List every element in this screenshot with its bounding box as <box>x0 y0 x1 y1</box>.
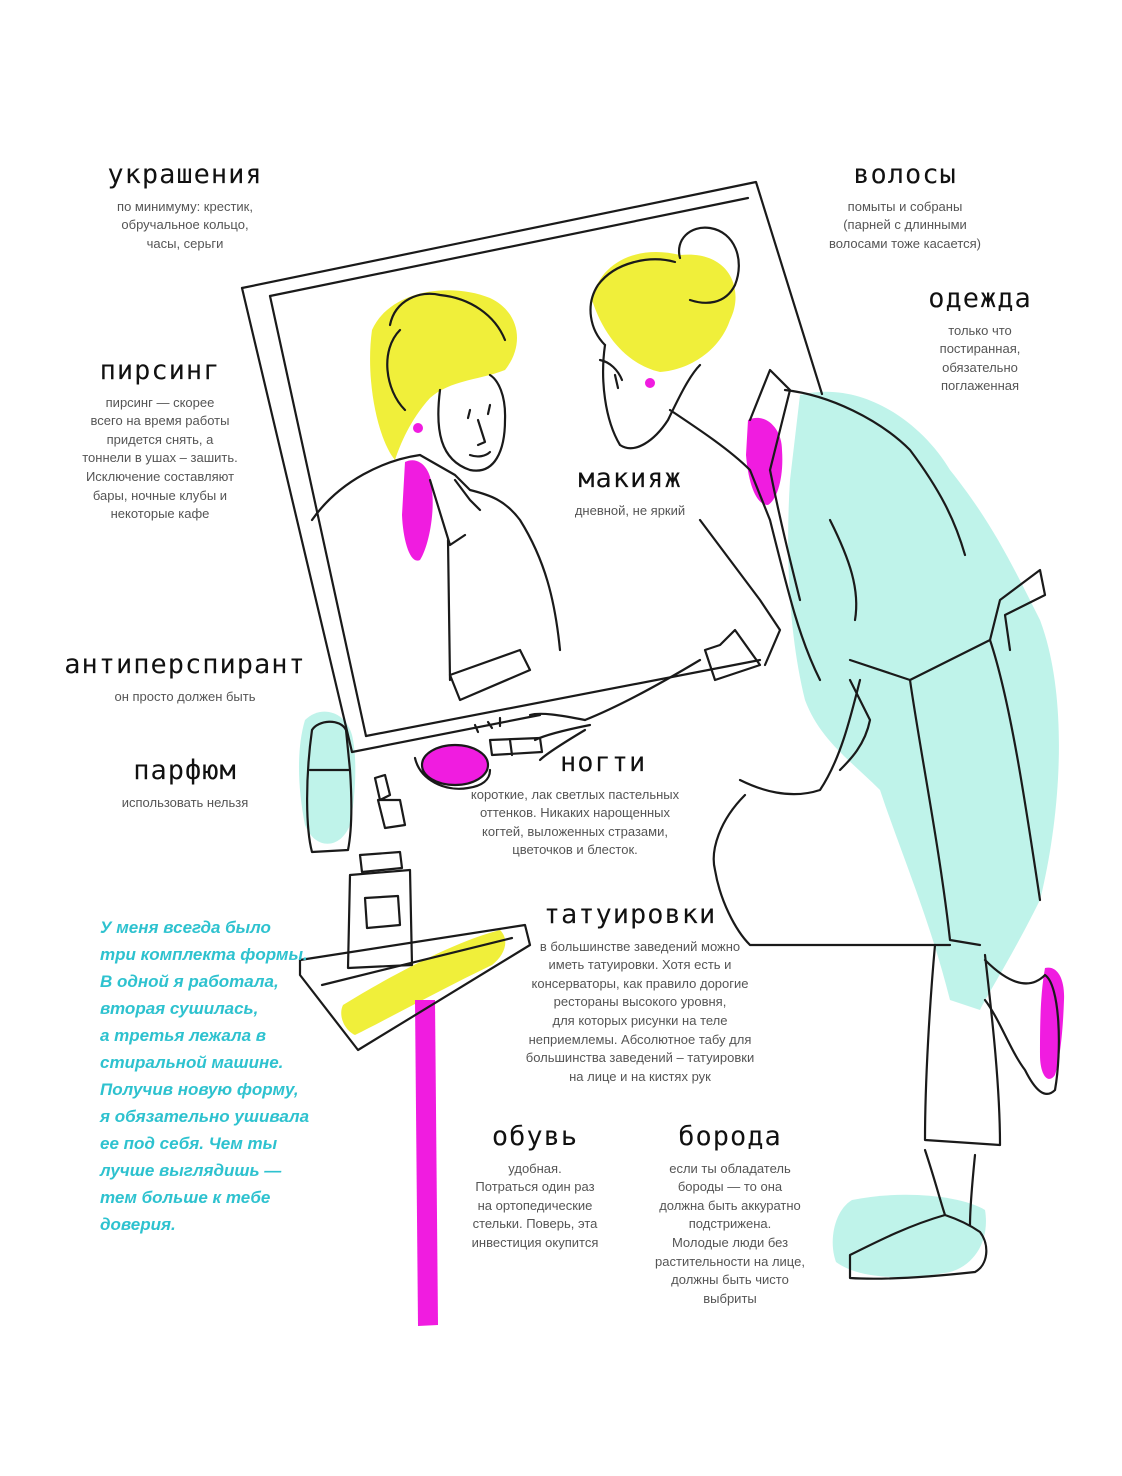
perfume-title: парфюм <box>133 755 237 786</box>
tattoos-title: татуировки <box>543 899 717 930</box>
clothes-text: только что постиранная, обязательно погл… <box>939 322 1021 394</box>
shoes-title: обувь <box>491 1121 579 1152</box>
line-art <box>240 180 1060 1280</box>
perfume-text: использовать нельзя <box>121 794 249 810</box>
section-beard: борода если ты обладатель бороды — то он… <box>630 1122 830 1308</box>
makeup-title: макияж <box>578 463 682 494</box>
section-perfume: парфюм использовать нельзя <box>80 756 290 812</box>
piercing-text: пирсинг — скорее всего на время работы п… <box>82 394 238 522</box>
section-makeup: макияж дневной, не яркий <box>520 464 740 520</box>
beard-title: борода <box>678 1121 782 1152</box>
section-tattoos: татуировки в большинстве заведений можно… <box>500 900 780 1086</box>
nails-title: ногти <box>560 747 647 778</box>
nails-text: короткие, лак светлых пастельных оттенко… <box>470 786 680 858</box>
clothes-title: одежда <box>928 283 1032 314</box>
section-clothes: одежда только что постиранная, обязатель… <box>870 284 1090 396</box>
section-jewelry: украшения по минимуму: крестик, обручаль… <box>60 160 310 253</box>
hair-title: волосы <box>853 159 957 190</box>
section-hair: волосы помыты и собраны (парней с длинны… <box>780 160 1030 253</box>
piercing-title: пирсинг <box>99 355 221 386</box>
section-shoes: обувь удобная. Потраться один раз на орт… <box>450 1122 620 1253</box>
section-deodorant: антиперспирант он просто должен быть <box>60 650 310 706</box>
makeup-text: дневной, не яркий <box>574 502 686 518</box>
jewelry-text: по минимуму: крестик, обручальное кольцо… <box>117 198 253 251</box>
hair-text: помыты и собраны (парней с длинными воло… <box>828 198 982 251</box>
section-piercing: пирсинг пирсинг — скорее всего на время … <box>50 356 270 524</box>
shoes-text: удобная. Потраться один раз на ортопедич… <box>471 1160 599 1251</box>
color-accents <box>298 252 1065 1326</box>
deodorant-text: он просто должен быть <box>114 688 256 704</box>
uniform-quote: У меня всегда было три комплекта формы. … <box>100 918 310 1234</box>
tattoos-text: в большинстве заведений можно иметь тату… <box>525 938 755 1084</box>
jewelry-title: украшения <box>107 159 263 190</box>
beard-text: если ты обладатель бороды — то она должн… <box>655 1160 805 1306</box>
deodorant-title: антиперспирант <box>64 649 306 680</box>
section-nails: ногти короткие, лак светлых пастельных о… <box>440 748 710 860</box>
